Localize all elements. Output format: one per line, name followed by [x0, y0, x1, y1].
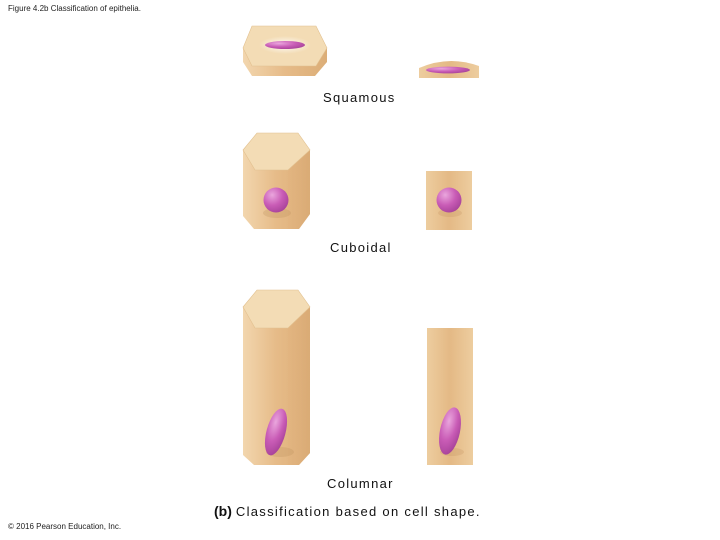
- figure-title: Figure 4.2b Classification of epithelia.: [8, 4, 141, 13]
- squamous-cell-3d: [242, 25, 328, 76]
- caption-text: Classification based on cell shape.: [235, 504, 481, 519]
- columnar-section-nucleus: [439, 407, 461, 455]
- cuboidal-section-nucleus: [436, 187, 462, 213]
- columnar-nucleus: [264, 408, 288, 456]
- squamous-nucleus: [265, 41, 305, 49]
- label-columnar: Columnar: [327, 476, 394, 491]
- squamous-section-nucleus: [426, 66, 470, 74]
- cuboidal-nucleus: [263, 187, 289, 213]
- caption-tag: (b): [214, 503, 232, 519]
- label-squamous: Squamous: [323, 90, 396, 105]
- columnar-cell-3d: [242, 289, 311, 465]
- squamous-cell-section: [419, 60, 479, 78]
- cuboidal-cell-section: [426, 171, 472, 230]
- copyright-notice: © 2016 Pearson Education, Inc.: [8, 522, 122, 531]
- cuboidal-cell-3d: [242, 132, 311, 229]
- figure-caption: (b)Classification based on cell shape.: [214, 503, 481, 519]
- columnar-cell-section: [427, 328, 473, 465]
- label-cuboidal: Cuboidal: [330, 240, 392, 255]
